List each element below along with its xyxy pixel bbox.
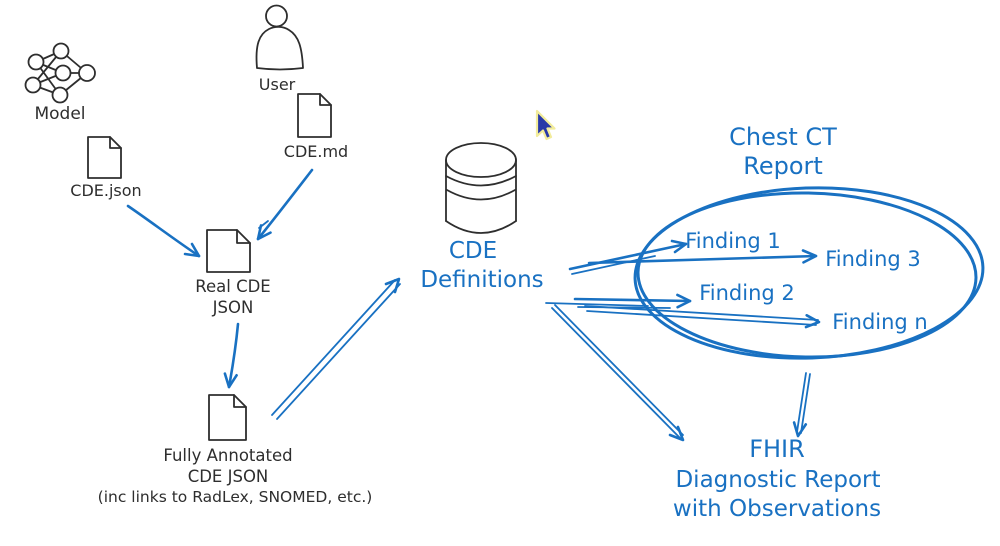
arrow-definitions-to-fhir[interactable] [551,304,685,442]
cde-definitions-label-line1[interactable]: CDE [449,238,497,264]
user-label[interactable]: User [259,75,296,94]
arrow-cde-json-to-real-cde[interactable] [126,204,201,258]
real-cde-label-line1[interactable]: Real CDE [195,277,270,296]
file-icon-fully-annotated[interactable] [208,394,247,441]
finding-3-label[interactable]: Finding 3 [825,247,921,271]
person-icon[interactable] [255,4,304,71]
arrow-to-finding-1[interactable] [568,239,688,275]
arrow-to-finding-2[interactable] [545,293,692,309]
file-icon-cde-md[interactable] [297,93,332,138]
arrow-finding-2-to-finding-n[interactable] [584,305,821,329]
database-cylinder-icon[interactable] [445,142,517,234]
file-icon-cde-json[interactable] [87,136,122,179]
cde-definitions-label-line2[interactable]: Definitions [420,267,543,293]
finding-2-label[interactable]: Finding 2 [699,281,795,305]
fully-annotated-label-line2[interactable]: CDE JSON [188,467,269,486]
real-cde-label-line2[interactable]: JSON [212,298,254,317]
fhir-label-line3[interactable]: with Observations [673,496,881,522]
arrow-ellipse-to-fhir[interactable] [792,372,811,438]
arrow-cde-md-to-real-cde[interactable] [256,168,314,241]
arrow-real-cde-to-fully-annotated[interactable] [223,322,240,389]
chest-ct-title-line2[interactable]: Report [743,152,823,180]
model-label[interactable]: Model [34,104,85,124]
neural-network-icon[interactable] [24,42,96,104]
fully-annotated-label-line3[interactable]: (inc links to RadLex, SNOMED, etc.) [98,488,373,506]
fhir-label-line1[interactable]: FHIR [749,435,805,463]
cde-md-label[interactable]: CDE.md [284,142,348,161]
cde-json-label[interactable]: CDE.json [70,181,141,200]
finding-n-label[interactable]: Finding n [832,310,927,334]
chest-ct-title-line1[interactable]: Chest CT [729,123,837,151]
arrow-finding-1-to-finding-3[interactable] [587,249,818,265]
chest-ct-report-ellipse[interactable] [632,182,986,364]
arrow-fully-annotated-to-cde-definitions[interactable] [271,277,401,420]
fhir-label-line2[interactable]: Diagnostic Report [675,467,880,493]
file-icon-real-cde[interactable] [206,229,251,273]
fully-annotated-label-line1[interactable]: Fully Annotated [163,446,292,465]
finding-1-label[interactable]: Finding 1 [685,229,781,253]
mouse-cursor-icon [535,109,556,141]
